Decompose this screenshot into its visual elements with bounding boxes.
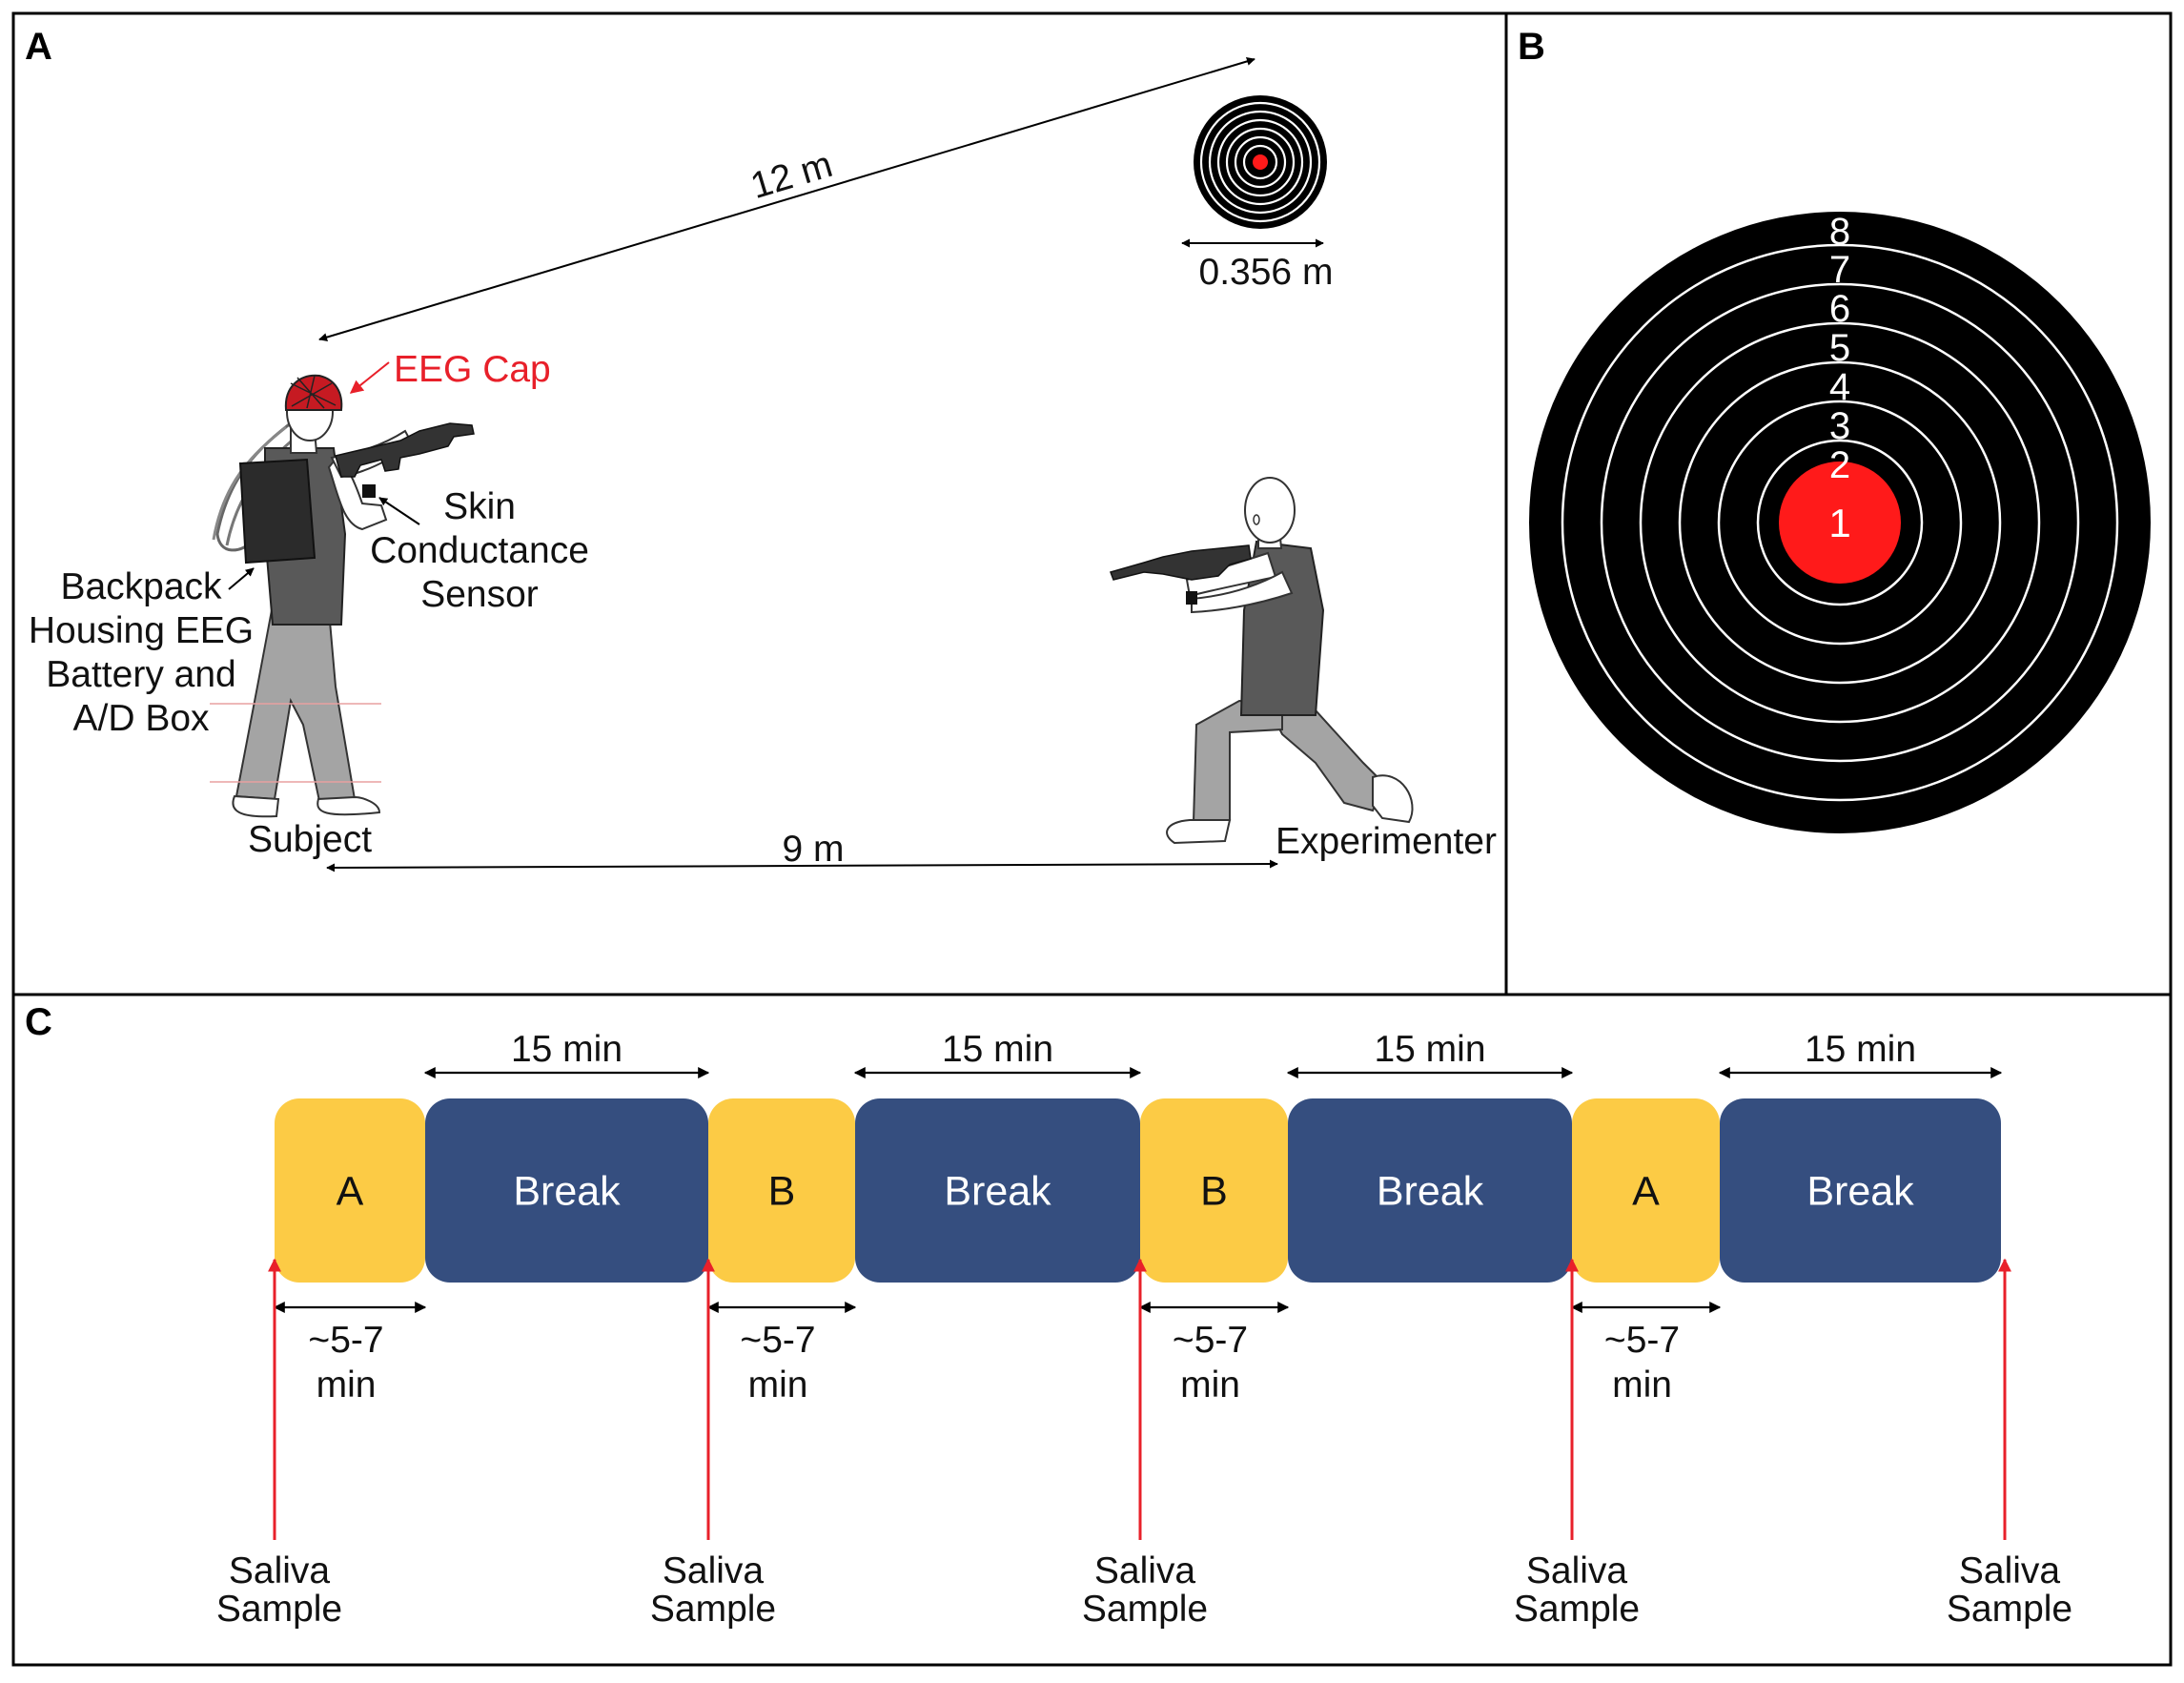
break-block-box <box>425 1098 708 1283</box>
saliva-label: Saliva <box>663 1550 765 1591</box>
skin-sensor-device <box>362 484 376 498</box>
break-block: Break <box>1288 1098 1572 1283</box>
session-duration-label: min <box>1180 1365 1240 1406</box>
saliva-label: Saliva <box>1959 1550 2061 1591</box>
break-duration-label: 15 min <box>1805 1029 1916 1070</box>
backpack-label: Backpack Housing EEG Battery and A/D Box <box>29 566 254 739</box>
backpack-line-1: Backpack <box>60 566 222 607</box>
session-duration-label: ~5-7 <box>740 1320 815 1361</box>
eeg-cap-label: EEG Cap <box>394 349 551 390</box>
eeg-cap-arrow <box>349 361 390 394</box>
session-block: B <box>1140 1098 1288 1283</box>
panel-c-letter: C <box>25 1001 52 1043</box>
session-block: A <box>275 1098 425 1283</box>
break-block-label: Break <box>944 1169 1051 1215</box>
panel-a-letter: A <box>25 26 52 68</box>
break-block: Break <box>855 1098 1140 1283</box>
ring-number-5: 5 <box>1829 327 1850 369</box>
ring-number-1: 1 <box>1828 501 1850 545</box>
subject-figure <box>210 374 475 818</box>
distance-ground-label: 9 m <box>782 829 844 870</box>
session-block: A <box>1572 1098 1720 1283</box>
break-block-label: Break <box>513 1169 621 1215</box>
ring-number-6: 6 <box>1829 288 1850 330</box>
ring-numbers: 8 7 6 5 4 3 2 1 <box>1828 211 1850 545</box>
saliva-label: Saliva <box>1094 1550 1196 1591</box>
backpack-line-2: Housing EEG <box>29 610 254 651</box>
session-duration-label: min <box>316 1365 377 1406</box>
small-target-bullseye <box>1253 154 1268 170</box>
outer-border <box>11 11 2173 1667</box>
session-block-label: B <box>768 1169 796 1215</box>
panel-a: A 12 m 0.356 m <box>25 26 1497 872</box>
backpack-arrow <box>228 567 255 590</box>
experimenter-figure <box>1110 477 1414 845</box>
session-block-label: A <box>1632 1169 1660 1215</box>
saliva-label: Saliva <box>1526 1550 1628 1591</box>
break-block-label: Break <box>1806 1169 1914 1215</box>
saliva-label: Sample <box>1514 1589 1640 1630</box>
break-block-label: Break <box>1377 1169 1484 1215</box>
break-block-box <box>855 1098 1140 1283</box>
backpack-line-3: Battery and <box>46 654 235 695</box>
distance-target-arrow <box>318 57 1255 341</box>
ring-number-4: 4 <box>1829 366 1850 408</box>
skin-sensor-line-1: Skin <box>443 486 516 527</box>
break-block: Break <box>425 1098 708 1283</box>
session-duration-label: ~5-7 <box>1604 1320 1680 1361</box>
panel-b-letter: B <box>1518 26 1545 68</box>
panel-frames <box>11 11 2173 1667</box>
distance-ground-arrow <box>326 859 1278 872</box>
session-duration-label: min <box>748 1365 808 1406</box>
saliva-label: Sample <box>650 1589 776 1630</box>
break-block-box <box>1288 1098 1572 1283</box>
session-block-box <box>1140 1098 1288 1283</box>
panel-b: B 8 7 6 5 4 3 2 1 <box>1518 26 2151 833</box>
session-block-label: B <box>1200 1169 1228 1215</box>
session-block-box <box>1572 1098 1720 1283</box>
backpack-line-4: A/D Box <box>72 698 210 739</box>
saliva-label: Saliva <box>229 1550 331 1591</box>
subject-label: Subject <box>248 819 372 860</box>
break-duration-label: 15 min <box>1374 1029 1485 1070</box>
saliva-label: Sample <box>1947 1589 2072 1630</box>
session-block: B <box>708 1098 855 1283</box>
experimenter-label: Experimenter <box>1276 821 1497 862</box>
ring-number-2: 2 <box>1829 444 1850 486</box>
small-target <box>1194 95 1327 229</box>
target-width-label: 0.356 m <box>1199 252 1334 293</box>
break-block: Break <box>1720 1098 2001 1283</box>
big-target-bullseye <box>1779 462 1901 584</box>
break-duration-label: 15 min <box>942 1029 1053 1070</box>
skin-sensor-line-2: Conductance <box>370 530 589 571</box>
ring-number-7: 7 <box>1829 249 1850 291</box>
saliva-label: Sample <box>1082 1589 1208 1630</box>
session-duration-label: ~5-7 <box>308 1320 383 1361</box>
session-block-box <box>708 1098 855 1283</box>
break-duration-label: 15 min <box>511 1029 623 1070</box>
session-block-box <box>275 1098 425 1283</box>
ring-number-3: 3 <box>1829 405 1850 447</box>
session-duration-label: ~5-7 <box>1173 1320 1248 1361</box>
skin-sensor-line-3: Sensor <box>420 574 539 615</box>
saliva-label: Sample <box>216 1589 342 1630</box>
skin-sensor-arrow <box>378 497 420 525</box>
session-duration-label: min <box>1612 1365 1672 1406</box>
ring-number-8: 8 <box>1829 211 1850 253</box>
skin-sensor-label: Skin Conductance Sensor <box>370 486 589 615</box>
session-block-label: A <box>337 1169 364 1215</box>
break-block-box <box>1720 1098 2001 1283</box>
